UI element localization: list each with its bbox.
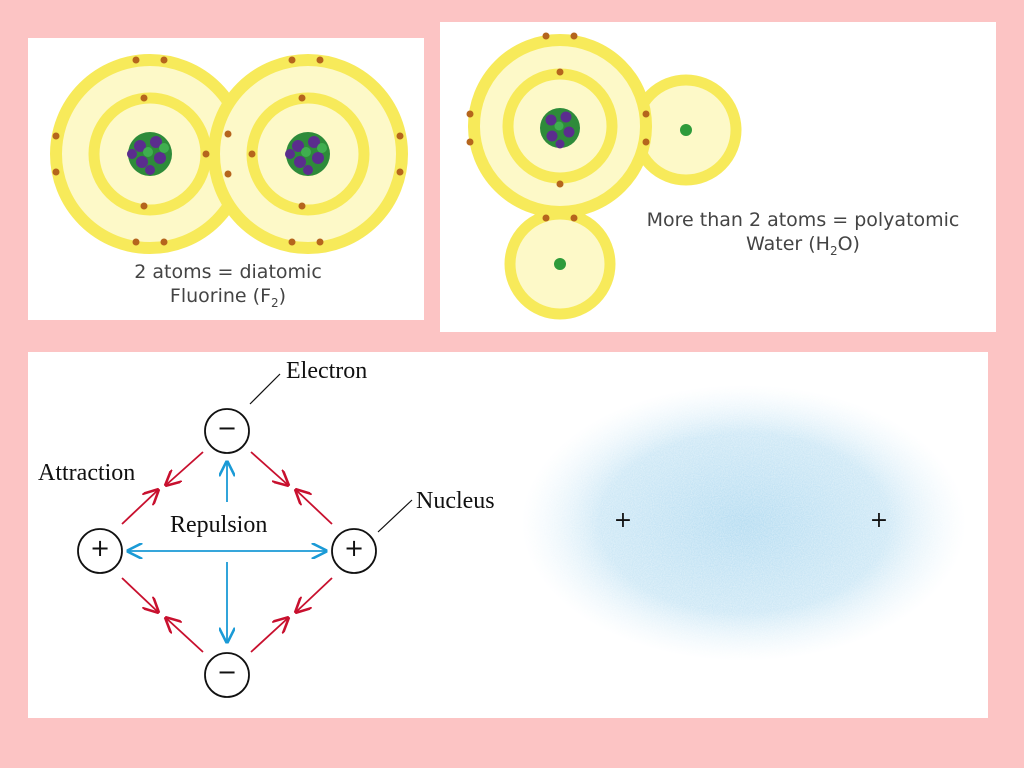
repulsion-arrows [128, 462, 326, 642]
water-molecule-diagram [466, 32, 742, 320]
polyatomic-caption-line2: Water (H2O) [630, 232, 976, 263]
nucleus-right-circle [331, 528, 377, 574]
polyatomic-caption: More than 2 atoms = polyatomic Water (H2… [630, 208, 976, 263]
water-text: Water (H [746, 233, 830, 255]
diatomic-caption-line2: Fluorine (F2) [88, 284, 368, 315]
fluorine-molecule-diagram [50, 54, 408, 254]
attraction-label: Attraction [38, 460, 136, 486]
repulsion-label: Repulsion [170, 512, 268, 538]
oxygen-nucleus [540, 108, 580, 149]
water-electrons [466, 32, 650, 222]
nucleus-leader-line [377, 499, 413, 533]
hydrogen-atom-bottom [504, 208, 616, 320]
nucleus-left [127, 132, 172, 176]
electrons [52, 56, 404, 246]
attraction-arrows [121, 451, 333, 653]
nucleus-left-sign: + [89, 534, 111, 562]
electron-leader-line [249, 373, 281, 405]
fluorine-text: Fluorine (F [169, 285, 271, 307]
diatomic-caption-line1: 2 atoms = diatomic [134, 261, 322, 283]
nucleus-right [285, 132, 330, 176]
bonding-forces-panel: − − + + + + Electron Attraction Repulsio… [28, 352, 988, 718]
nucleus-label: Nucleus [416, 488, 495, 514]
cloud-nucleus-left-sign: + [613, 508, 633, 533]
water-polyatomic-panel: More than 2 atoms = polyatomic Water (H2… [440, 22, 996, 332]
water-subscript: 2 [829, 243, 838, 258]
fluorine-subscript: 2 [271, 295, 279, 310]
electron-top [204, 408, 250, 454]
electron-bottom-sign: − [216, 658, 238, 686]
diatomic-caption: 2 atoms = diatomic Fluorine (F2) [88, 260, 368, 315]
electron-bottom [204, 652, 250, 698]
bonding-forces-diagram [77, 373, 966, 698]
nucleus-left-circle [77, 528, 123, 574]
fluorine-diatomic-panel: 2 atoms = diatomic Fluorine (F2) [28, 38, 424, 320]
water-suffix: O) [837, 233, 860, 255]
electron-label: Electron [286, 358, 368, 384]
fluorine-suffix: ) [278, 285, 287, 307]
nucleus-right-sign: + [343, 534, 365, 562]
cloud-nucleus-right-sign: + [869, 508, 889, 533]
electron-cloud [522, 385, 966, 661]
electron-top-sign: − [216, 414, 238, 442]
polyatomic-caption-line1: More than 2 atoms = polyatomic [646, 209, 960, 231]
